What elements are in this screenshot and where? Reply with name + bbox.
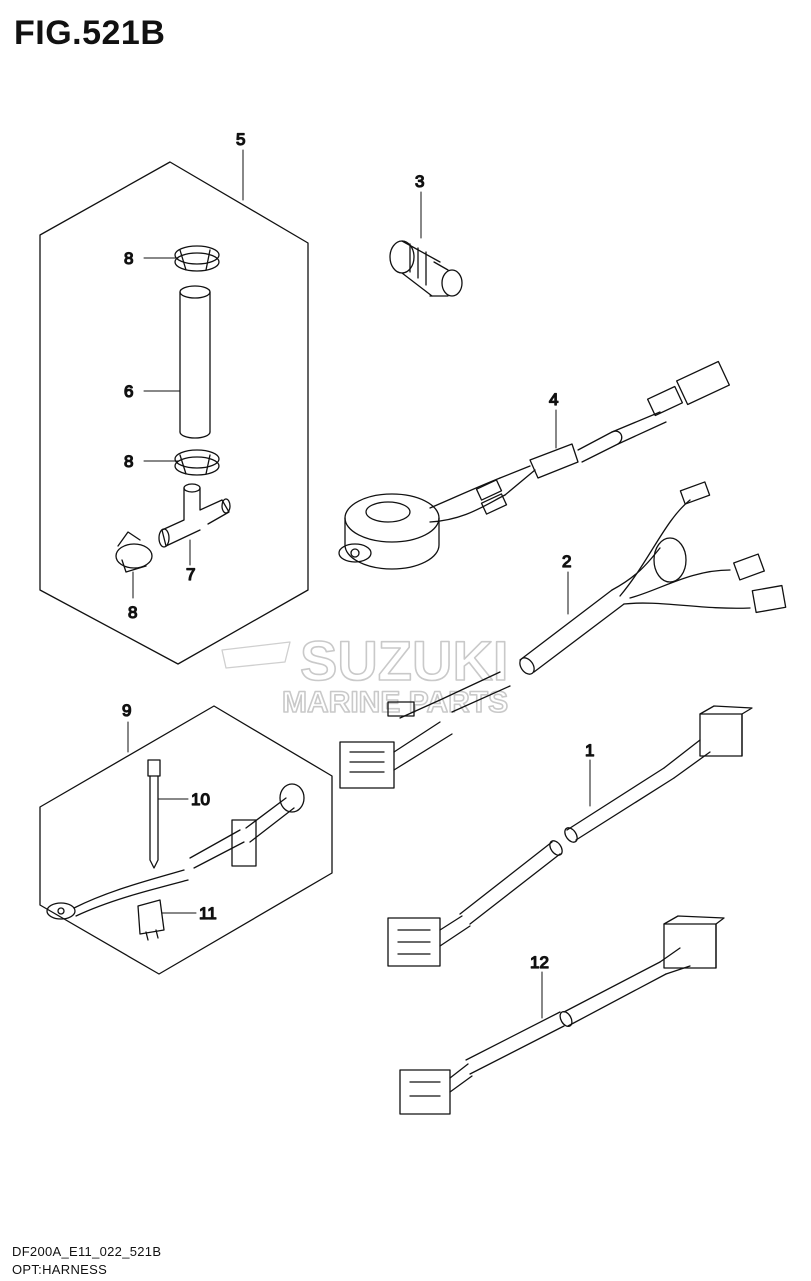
callout-10: 10 (191, 790, 210, 809)
watermark-line1: SUZUKI (300, 629, 508, 692)
hose (179, 285, 211, 439)
diagram-name: OPT:HARNESS (12, 1262, 108, 1277)
watermark: SUZUKI MARINE PARTS (221, 628, 509, 720)
leader-lines (127, 149, 591, 1019)
kit-9-outline (39, 705, 333, 975)
clip (137, 899, 165, 941)
callout-3: 3 (415, 172, 424, 191)
callout-4: 4 (549, 390, 558, 409)
clamp-top (174, 245, 220, 272)
clamp-bottom (115, 531, 153, 573)
callout-9: 9 (122, 701, 131, 720)
diagram-code: DF200A_E11_022_521B (12, 1244, 162, 1259)
watermark-logo (221, 641, 291, 669)
harness-1 (387, 705, 753, 967)
callout-5: 5 (236, 130, 245, 149)
callout-12: 12 (530, 953, 549, 972)
figure-title: FIG.521B (14, 14, 166, 52)
harness-12 (399, 915, 725, 1115)
callout-8-bottom: 8 (128, 603, 137, 622)
grommet (389, 240, 463, 297)
kit-5-outline (39, 161, 309, 665)
ground-cable (46, 783, 305, 920)
callout-8-top: 8 (124, 249, 133, 268)
t-joint (158, 483, 231, 548)
callout-6: 6 (124, 382, 133, 401)
cable-tie (147, 759, 161, 869)
clamp-middle (174, 449, 220, 476)
callout-8-middle: 8 (124, 452, 133, 471)
harness-2 (339, 481, 787, 789)
callouts: 5 3 4 2 1 12 9 8 6 8 7 8 10 11 (121, 129, 595, 972)
callout-7: 7 (186, 565, 195, 584)
callout-11: 11 (199, 904, 217, 923)
callout-1: 1 (585, 741, 594, 760)
buzzer-harness (338, 360, 730, 570)
callout-2: 2 (562, 552, 571, 571)
